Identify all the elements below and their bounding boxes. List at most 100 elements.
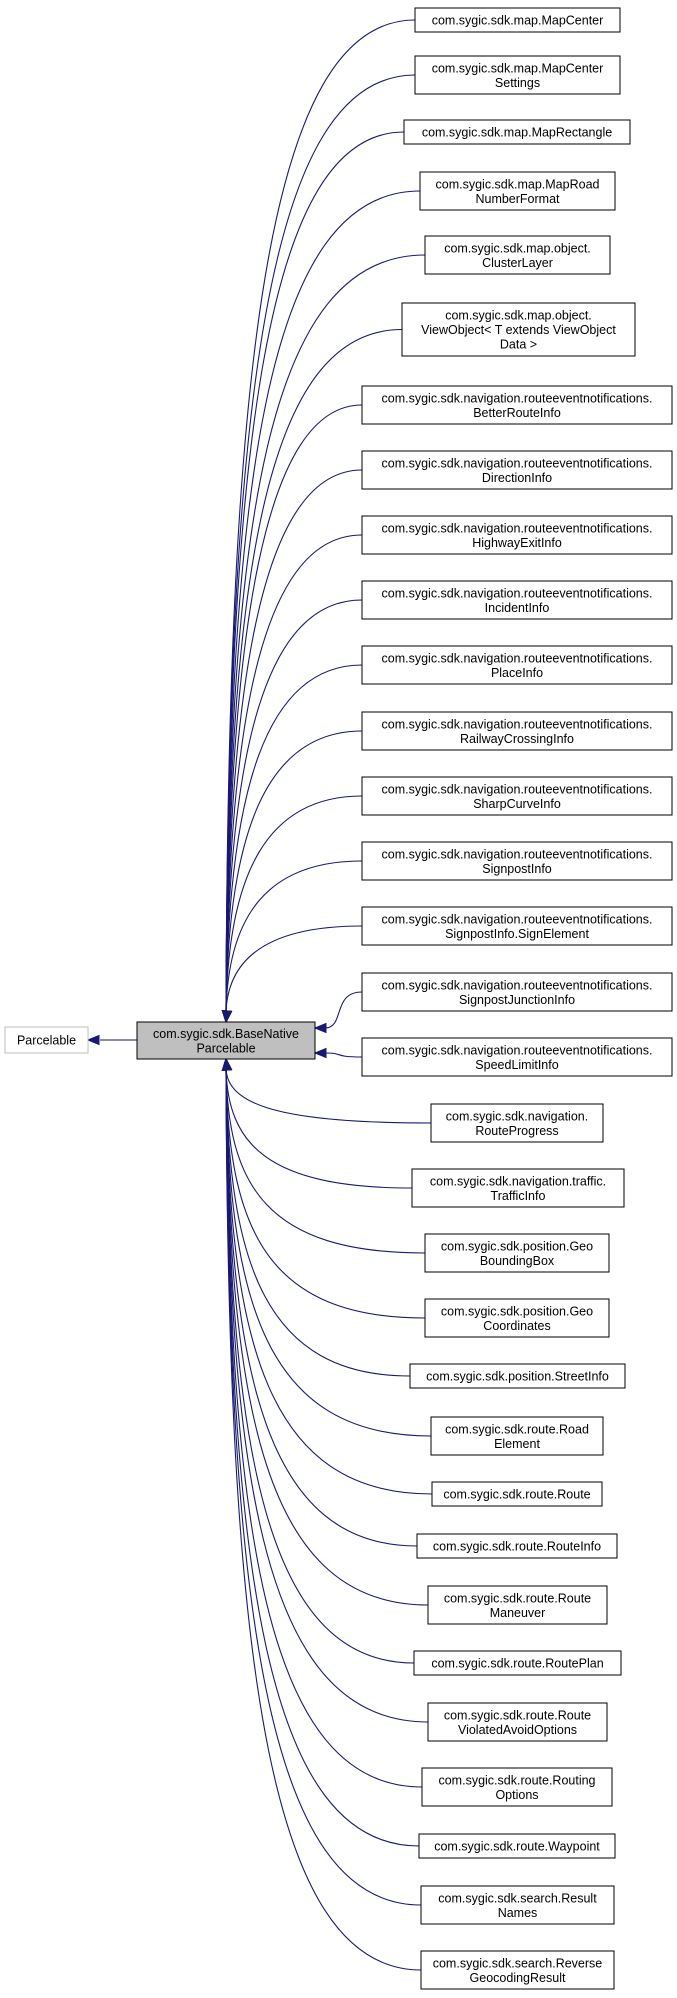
subclass-node-32-label: com.sygic.sdk.search.Reverse: [433, 1956, 603, 1970]
subclass-node-9[interactable]: com.sygic.sdk.navigation.routeeventnotif…: [361, 515, 673, 555]
subclass-node-13[interactable]: com.sygic.sdk.navigation.routeeventnotif…: [361, 776, 673, 816]
subclass-node-16-box: [361, 972, 673, 1012]
inheritance-edge-8: [225, 469, 363, 1013]
subclass-node-8[interactable]: com.sygic.sdk.navigation.routeeventnotif…: [361, 450, 673, 490]
subclass-node-32-box: [420, 1950, 615, 1990]
subclass-node-7-label: com.sygic.sdk.navigation.routeeventnotif…: [382, 391, 653, 405]
subclass-node-27-label: com.sygic.sdk.route.RoutePlan: [431, 1657, 603, 1671]
inheritance-edge-20: [225, 1068, 426, 1254]
subclass-node-10-box: [361, 580, 673, 620]
subclass-node-14-box: [361, 841, 673, 881]
subclass-node-12[interactable]: com.sygic.sdk.navigation.routeeventnotif…: [361, 711, 673, 751]
inheritance-edge-11: [225, 664, 363, 1013]
subclass-node-16[interactable]: com.sygic.sdk.navigation.routeeventnotif…: [361, 972, 673, 1012]
inheritance-edge-25: [225, 1068, 418, 1547]
subclass-node-19-label: com.sygic.sdk.navigation.traffic.: [430, 1174, 606, 1188]
subclass-node-1[interactable]: com.sygic.sdk.map.MapCenter: [414, 7, 621, 33]
subclass-node-24-label: com.sygic.sdk.route.Route: [443, 1488, 590, 1502]
subclass-node-8-label: com.sygic.sdk.navigation.routeeventnotif…: [382, 456, 653, 470]
subclass-node-26-box: [427, 1585, 608, 1625]
arrowhead-15: [221, 1010, 233, 1024]
inheritance-edge-21: [225, 1068, 426, 1319]
subclass-node-21-box: [424, 1298, 610, 1338]
inheritance-edge-15: [225, 925, 363, 1013]
subclass-node-19[interactable]: com.sygic.sdk.navigation.traffic.Traffic…: [411, 1168, 625, 1208]
subclass-node-15-label: SignpostInfo.SignElement: [445, 927, 589, 941]
subclass-node-8-label: DirectionInfo: [482, 471, 552, 485]
subclass-node-27-box: [413, 1650, 622, 1676]
subclass-node-5[interactable]: com.sygic.sdk.map.object.ClusterLayer: [424, 235, 611, 275]
subclass-node-11-label: com.sygic.sdk.navigation.routeeventnotif…: [382, 651, 653, 665]
subclass-node-15[interactable]: com.sygic.sdk.navigation.routeeventnotif…: [361, 906, 673, 946]
subclass-node-16-label: com.sygic.sdk.navigation.routeeventnotif…: [382, 978, 653, 992]
inheritance-edge-6: [225, 328, 403, 1013]
inheritance-edge-23: [225, 1068, 432, 1437]
subclass-node-22[interactable]: com.sygic.sdk.position.StreetInfo: [409, 1363, 626, 1389]
subclass-node-25[interactable]: com.sygic.sdk.route.RouteInfo: [416, 1533, 618, 1559]
inheritance-edge-27: [225, 1068, 415, 1664]
subclass-node-31-label: com.sygic.sdk.search.Result: [438, 1891, 597, 1905]
subclass-node-21-label: com.sygic.sdk.position.Geo: [441, 1304, 593, 1318]
subclass-node-3-box: [403, 119, 631, 145]
subclass-node-6-label: Data >: [500, 338, 537, 352]
subclass-node-7-box: [361, 385, 673, 425]
subclass-node-32[interactable]: com.sygic.sdk.search.ReverseGeocodingRes…: [420, 1950, 615, 1990]
subclass-node-7[interactable]: com.sygic.sdk.navigation.routeeventnotif…: [361, 385, 673, 425]
subclass-node-23-label: com.sygic.sdk.route.Road: [445, 1422, 589, 1436]
inheritance-edge-30: [225, 1068, 420, 1847]
arrowhead-16: [313, 1022, 327, 1034]
subclass-node-14[interactable]: com.sygic.sdk.navigation.routeeventnotif…: [361, 841, 673, 881]
subclass-node-10[interactable]: com.sygic.sdk.navigation.routeeventnotif…: [361, 580, 673, 620]
subclass-node-11-label: PlaceInfo: [491, 666, 543, 680]
parcelable-node[interactable]: Parcelable: [4, 1026, 89, 1054]
subclass-node-20-label: com.sygic.sdk.position.Geo: [441, 1239, 593, 1253]
subclass-node-19-label: TrafficInfo: [491, 1189, 546, 1203]
subclass-node-17[interactable]: com.sygic.sdk.navigation.routeeventnotif…: [361, 1037, 673, 1077]
subclass-node-18[interactable]: com.sygic.sdk.navigation.RouteProgress: [430, 1103, 604, 1143]
subclass-node-28[interactable]: com.sygic.sdk.route.RouteViolatedAvoidOp…: [427, 1702, 608, 1742]
subclass-node-30[interactable]: com.sygic.sdk.route.Waypoint: [418, 1833, 616, 1859]
subclass-node-12-label: RailwayCrossingInfo: [460, 732, 574, 746]
subclass-node-26-label: Maneuver: [490, 1606, 546, 1620]
subclass-node-23-box: [430, 1416, 604, 1456]
subclass-node-4-label: NumberFormat: [475, 192, 560, 206]
inheritance-edge-29: [225, 1068, 423, 1788]
subclass-node-31-box: [420, 1885, 615, 1925]
subclass-node-11[interactable]: com.sygic.sdk.navigation.routeeventnotif…: [361, 645, 673, 685]
inheritance-edge-17: [324, 1052, 363, 1058]
subclass-node-6[interactable]: com.sygic.sdk.map.object.ViewObject< T e…: [401, 302, 636, 357]
subclass-node-18-label: com.sygic.sdk.navigation.: [446, 1109, 588, 1123]
subclass-node-28-label: com.sygic.sdk.route.Route: [444, 1708, 591, 1722]
subclass-node-30-box: [418, 1833, 616, 1859]
subclass-node-8-box: [361, 450, 673, 490]
base-native-parcelable-node-box: [136, 1021, 316, 1060]
base-native-parcelable-node-label: Parcelable: [196, 1041, 255, 1055]
subclass-node-27[interactable]: com.sygic.sdk.route.RoutePlan: [413, 1650, 622, 1676]
subclass-node-3[interactable]: com.sygic.sdk.map.MapRectangle: [403, 119, 631, 145]
subclass-node-14-label: com.sygic.sdk.navigation.routeeventnotif…: [382, 847, 653, 861]
subclass-node-25-label: com.sygic.sdk.route.RouteInfo: [433, 1540, 601, 1554]
subclass-node-7-label: BetterRouteInfo: [473, 406, 561, 420]
subclass-node-5-box: [424, 235, 611, 275]
inheritance-edge-26: [225, 1068, 429, 1606]
subclass-node-9-label: com.sygic.sdk.navigation.routeeventnotif…: [382, 521, 653, 535]
subclass-node-31-label: Names: [498, 1906, 538, 1920]
subclass-node-10-label: IncidentInfo: [485, 601, 550, 615]
subclass-node-24[interactable]: com.sygic.sdk.route.Route: [431, 1481, 603, 1507]
subclass-node-24-box: [431, 1481, 603, 1507]
inheritance-edge-22: [225, 1068, 411, 1377]
subclass-node-2-label: Settings: [495, 76, 540, 90]
inheritance-edge-14: [225, 860, 363, 1013]
parcelable-node-label: Parcelable: [17, 1034, 76, 1048]
